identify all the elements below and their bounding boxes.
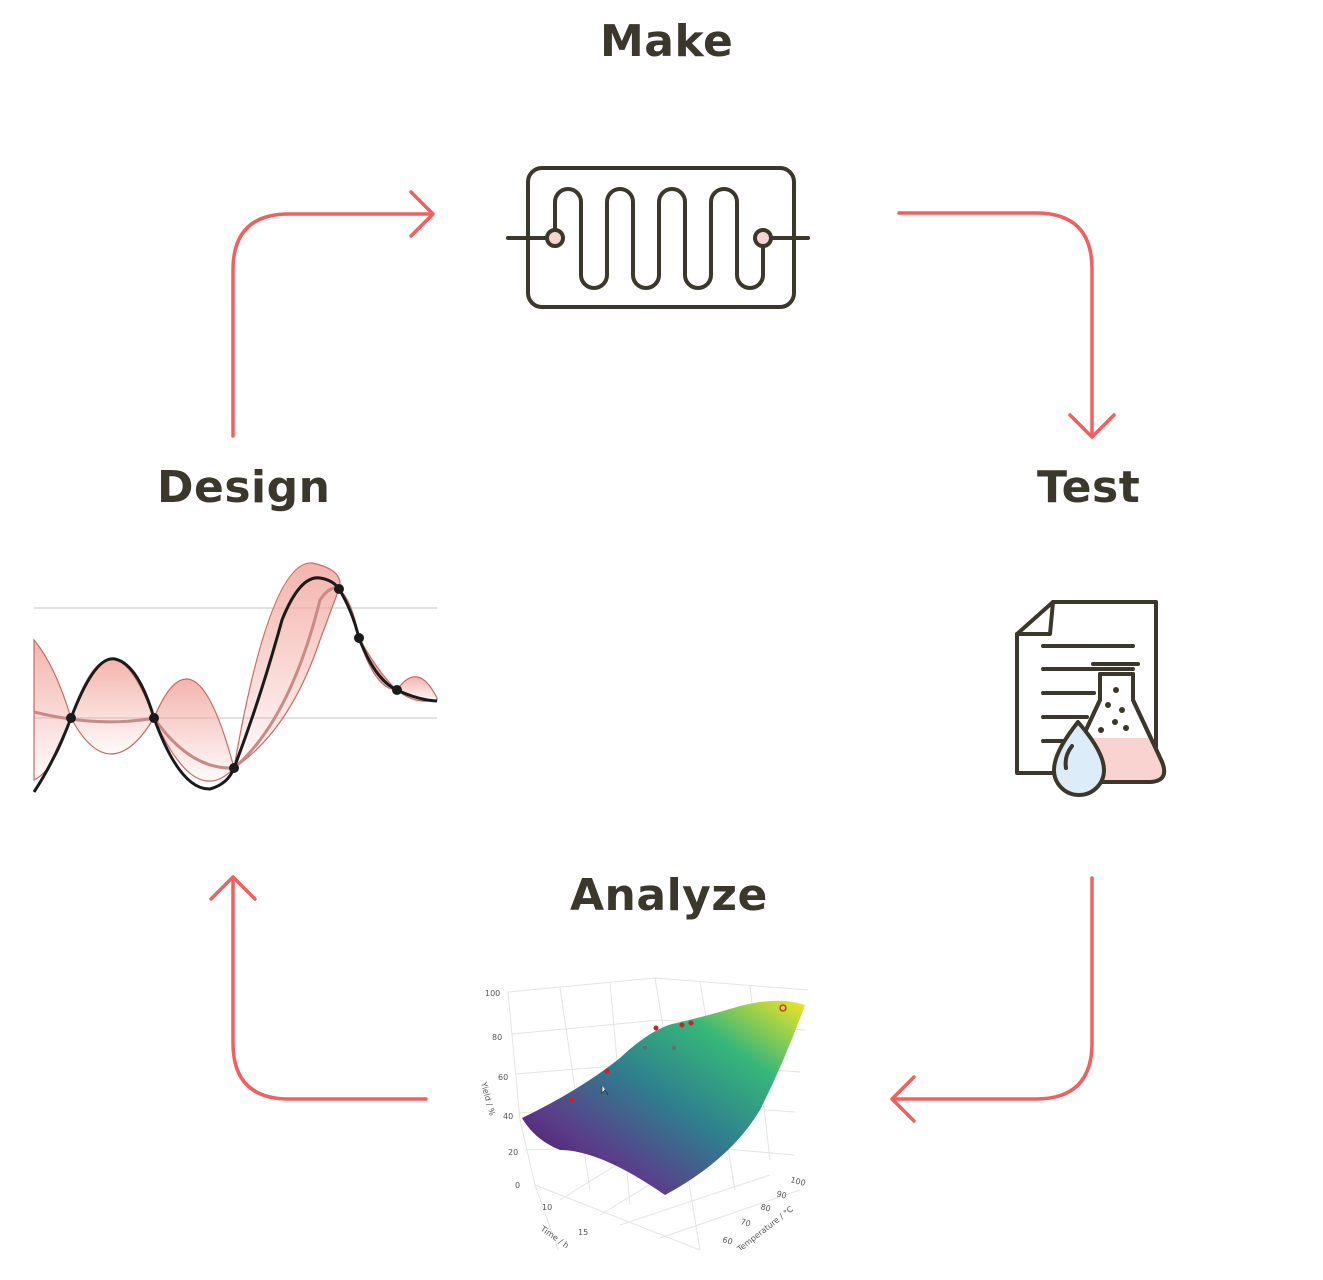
y-tick-label: 90 [775,1189,787,1200]
arrow-test-to-analyze [890,876,1094,1123]
z-tick-label: 20 [508,1148,518,1157]
z-tick-label: 60 [498,1073,508,1082]
z-tick-label: 0 [515,1181,520,1190]
z-tick-label: 40 [503,1112,513,1121]
stage-label-make: Make [600,16,734,67]
y-tick-label: 60 [721,1235,733,1246]
y-tick-label: 100 [789,1175,806,1188]
x-tick-label: 15 [578,1228,588,1237]
z-axis-label: Yield / % [479,1080,497,1117]
y-tick-label: 70 [739,1217,751,1228]
arrow-analyze-to-design [209,875,428,1101]
y-tick-label: 80 [759,1202,771,1213]
z-tick-label: 80 [492,1033,502,1042]
stage-label-test: Test [1037,462,1141,513]
gaussian-process-plot-icon [32,562,438,793]
3d-surface-plot-icon: 100 80 60 40 20 0 Yield / % 10 15 Time /… [470,977,830,1280]
z-tick-label: 100 [485,989,500,998]
arrow-make-to-test [897,211,1116,439]
stage-label-design: Design [157,462,331,513]
lab-report-flask-icon [1015,600,1167,797]
flow-reactor-icon [506,166,810,309]
x-tick-label: 10 [542,1203,552,1212]
stage-label-analyze: Analyze [570,870,768,921]
x-axis-label: Time / h [538,1224,571,1251]
arrow-design-to-make [231,190,435,438]
